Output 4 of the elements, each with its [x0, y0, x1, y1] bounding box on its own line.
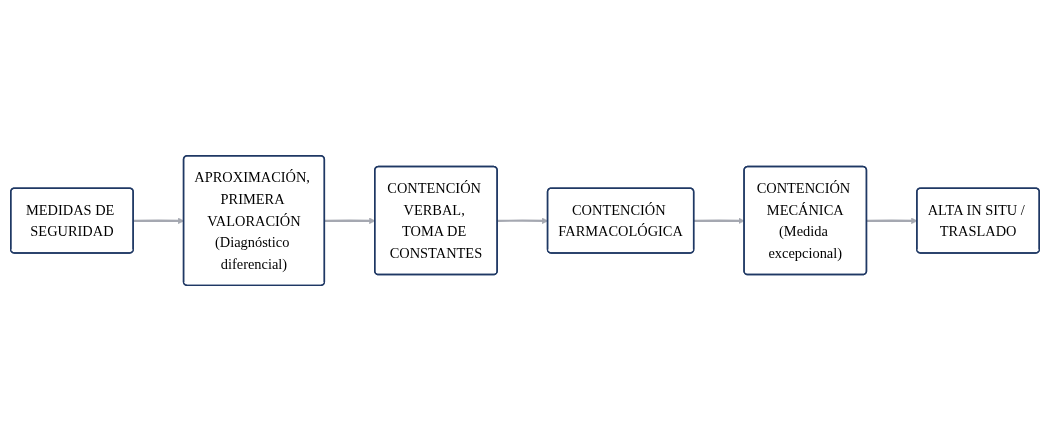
arrow: [133, 217, 184, 224]
arrow: [866, 217, 917, 224]
arrow: [324, 217, 375, 224]
arrow: [497, 217, 548, 224]
